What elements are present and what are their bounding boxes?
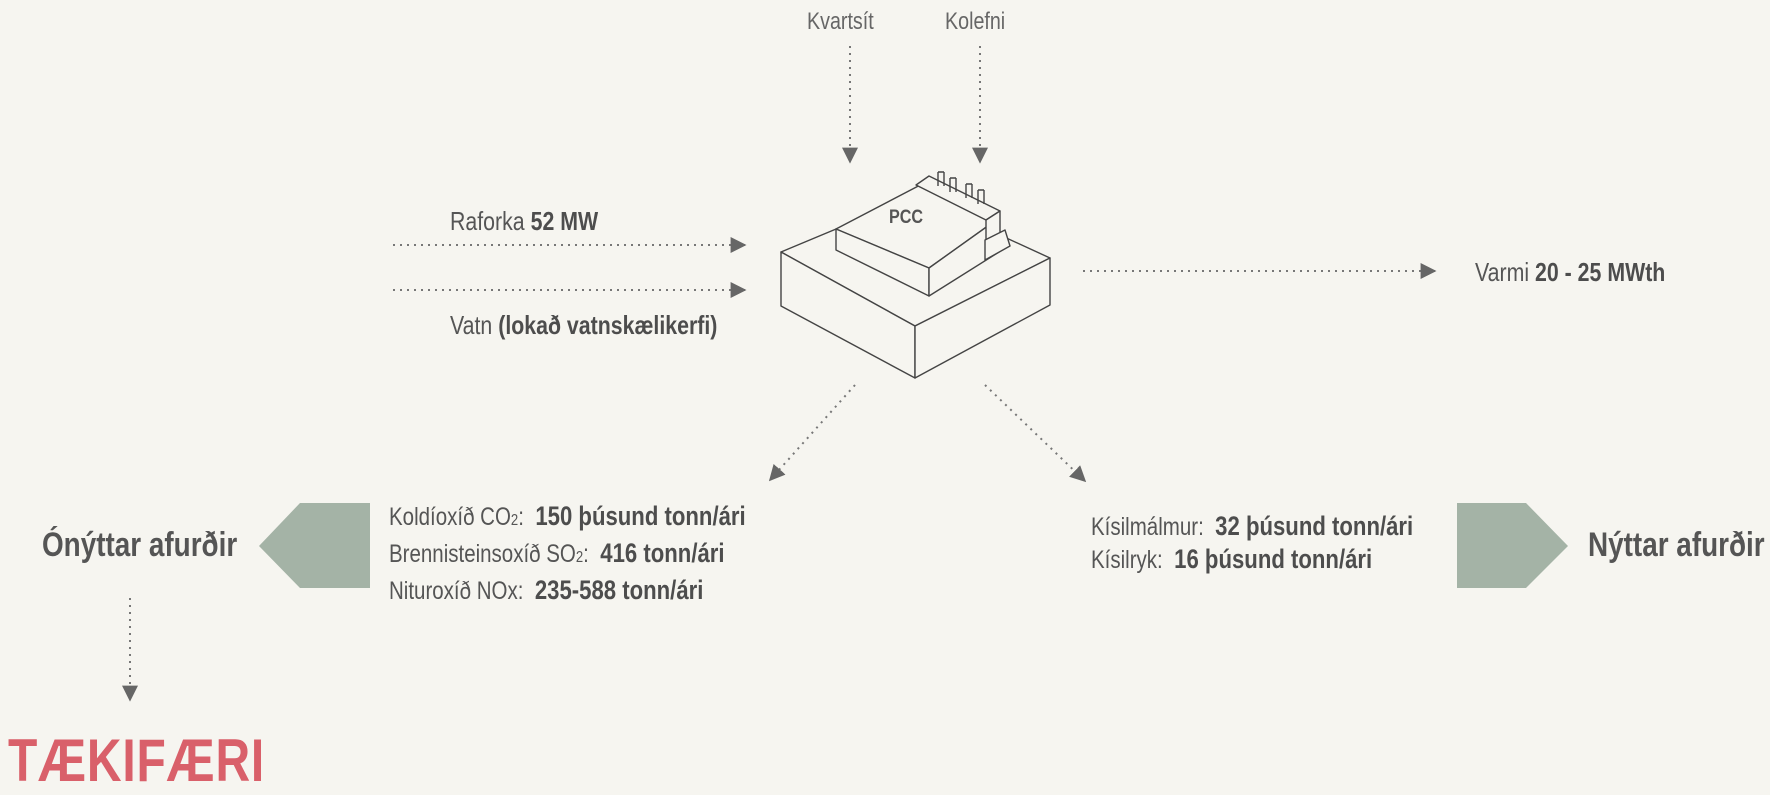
unused-output-arrow <box>768 384 856 482</box>
list-item: Nituroxíð NOx: 235-588 tonn/ári <box>389 575 704 605</box>
power-label: Raforka 52 MW <box>450 206 598 237</box>
list-item: Brennisteinsoxíð SO2: 416 tonn/ári <box>389 538 725 568</box>
quartz-label: Kvartsít <box>807 8 874 35</box>
heat-label-text: Varmi <box>1475 257 1530 287</box>
used-products-list: Kísilmálmur: 32 þúsund tonn/ári Kísilryk… <box>1091 510 1413 576</box>
unused-products-arrow-block <box>259 503 370 588</box>
heat-label: Varmi 20 - 25 MWth <box>1475 257 1665 288</box>
carbon-label: Kolefni <box>945 8 1006 35</box>
plant-label: PCC <box>889 207 924 228</box>
heat-value: 20 - 25 MWth <box>1535 257 1666 287</box>
water-label: Vatn (lokað vatnskælikerfi) <box>450 310 717 341</box>
used-products-title: Nýttar afurðir <box>1588 526 1765 564</box>
unused-products-title: Ónýttar afurðir <box>42 526 238 564</box>
list-item: Kísilmálmur: 32 þúsund tonn/ári <box>1091 511 1414 541</box>
used-products-arrow-block <box>1457 503 1568 588</box>
pcc-plant-icon <box>780 171 1051 379</box>
water-value: (lokað vatnskælikerfi) <box>498 310 718 340</box>
used-output-arrow <box>984 384 1087 483</box>
power-label-text: Raforka <box>450 206 525 236</box>
unused-products-list: Koldíoxíð CO2: 150 þúsund tonn/ári Brenn… <box>389 500 746 607</box>
water-label-text: Vatn <box>450 310 493 340</box>
power-value: 52 MW <box>530 206 599 236</box>
brand-logo: TÆKIFÆRI <box>8 727 266 794</box>
list-item: Koldíoxíð CO2: 150 þúsund tonn/ári <box>389 501 746 531</box>
list-item: Kísilryk: 16 þúsund tonn/ári <box>1091 544 1373 574</box>
